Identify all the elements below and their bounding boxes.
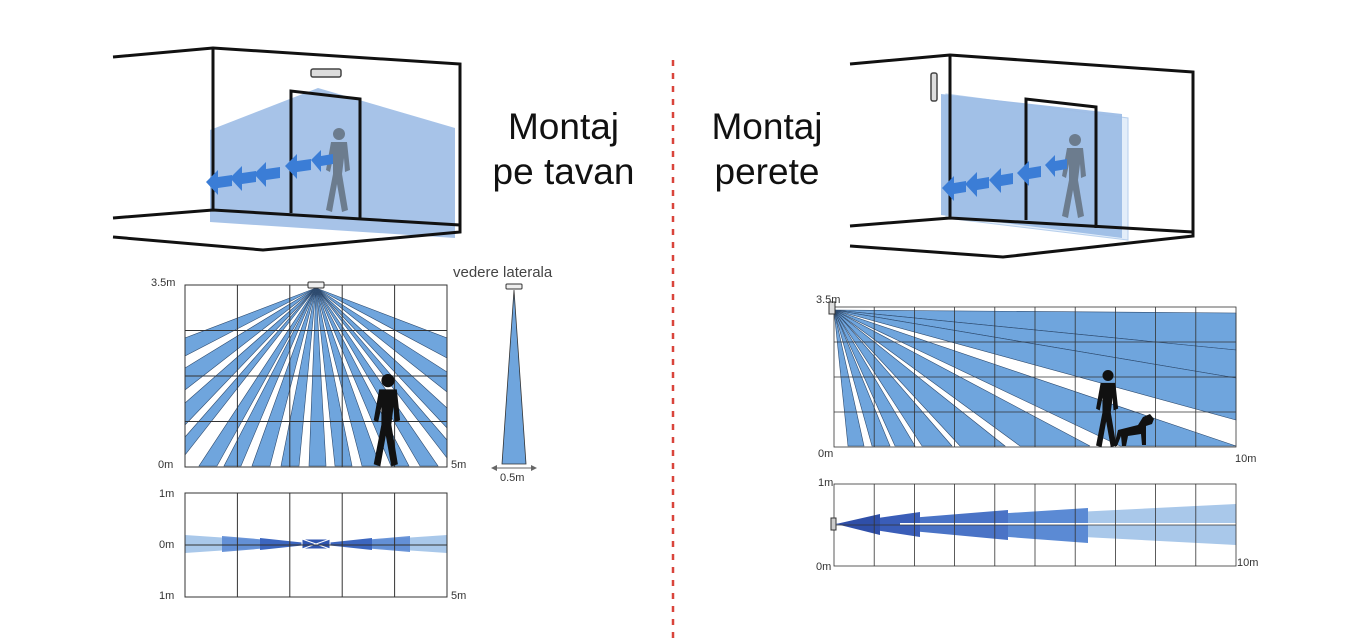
top-label: 1m — [818, 477, 833, 489]
height-label: 3.5m — [816, 294, 840, 306]
middle-label: 0m — [159, 539, 174, 551]
ceiling-side-view: 3.5m 0m 5m — [151, 277, 466, 471]
width-label: 5m — [451, 590, 466, 602]
heading-line-2: perete — [714, 151, 820, 192]
width-label: 10m — [1235, 453, 1256, 465]
origin-label: 0m — [816, 561, 831, 573]
width-label: 10m — [1237, 557, 1258, 569]
lateral-view-title: vedere laterala — [453, 264, 553, 281]
ceiling-sensor-icon — [307, 281, 325, 289]
ceiling-top-view: 1m 0m 1m 5m — [159, 488, 466, 602]
ceiling-sensor-icon — [310, 68, 342, 78]
heading-line-2: pe tavan — [492, 151, 635, 192]
origin-label: 0m — [818, 448, 833, 460]
wall-side-view: 3.5m 0m 10m — [816, 294, 1256, 465]
ceiling-mount-heading: Montaj pe tavan — [476, 104, 651, 194]
ceiling-fan-beams — [184, 287, 448, 467]
wall-top-view: 1m 0m 10m — [816, 477, 1258, 573]
lateral-width-label: 0.5m — [500, 472, 524, 484]
dog-silhouette-icon — [1114, 414, 1154, 446]
heading-line-1: Montaj — [507, 106, 620, 147]
top-label: 1m — [159, 488, 174, 500]
wall-sensor-icon — [930, 72, 938, 102]
origin-label: 0m — [158, 459, 173, 471]
wall-mount-heading: Montaj perete — [692, 104, 842, 194]
room-outline-right — [849, 53, 1195, 259]
direction-arrows — [206, 150, 333, 195]
bottom-label: 1m — [159, 590, 174, 602]
ceiling-mount-room-illustration — [112, 46, 462, 252]
heading-line-1: Montaj — [711, 106, 823, 147]
height-label: 3.5m — [151, 277, 175, 289]
width-label: 5m — [451, 459, 466, 471]
room-outline — [112, 46, 462, 252]
wall-mount-room-illustration — [849, 53, 1195, 259]
direction-arrows — [942, 155, 1067, 201]
lateral-view: vedere laterala 0.5m — [453, 264, 553, 484]
lateral-beam — [501, 289, 527, 465]
